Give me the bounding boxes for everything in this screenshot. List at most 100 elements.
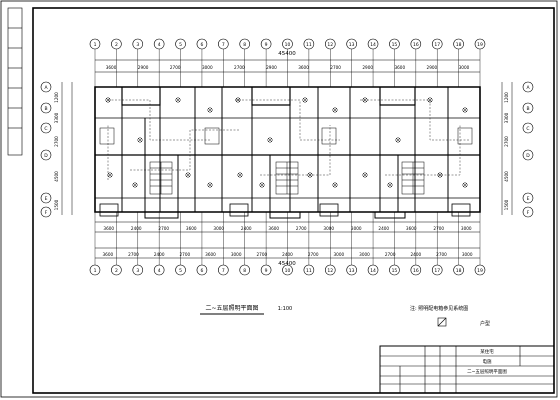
dimension-value: 3600 (298, 65, 309, 70)
dimension-value: 2400 (378, 226, 389, 231)
axis-bubble (522, 122, 534, 134)
axis-bubble (153, 38, 165, 50)
dimension-value: 4500 (504, 171, 509, 182)
dimension-value: 2900 (266, 65, 277, 70)
axis-bubble (175, 38, 186, 50)
axis-label: B (526, 106, 529, 112)
dimension-value: 3300 (504, 112, 509, 123)
axis-bubble (260, 264, 272, 276)
axis-bubble (218, 38, 229, 50)
dimension-value: 3600 (102, 252, 113, 257)
axis-bubble (175, 264, 186, 276)
legend-symbol (437, 317, 447, 327)
axis-label: D (44, 153, 48, 159)
light-cross (363, 173, 367, 177)
ceiling-light (207, 107, 213, 113)
axis-label: 5 (179, 268, 182, 274)
ceiling-light (259, 182, 265, 188)
light-cross (333, 183, 337, 187)
axis-label: 3 (136, 268, 139, 274)
ceiling-light (437, 172, 443, 178)
axis-bubble (40, 206, 52, 218)
dimension-value: 3000 (462, 252, 473, 257)
ceiling-light (175, 97, 181, 103)
axis-label: 9 (265, 268, 268, 274)
axis-label: 6 (201, 42, 204, 48)
axis-bubble (474, 38, 486, 50)
dimension-value: 2700 (296, 226, 307, 231)
axis-bubble (367, 38, 379, 50)
axis-bubble (196, 264, 208, 276)
axis-label: 2 (115, 42, 118, 48)
axis-label: 9 (265, 42, 268, 48)
axis-bubble (132, 38, 144, 50)
dimension-value: 2700 (54, 136, 59, 147)
axis-bubble (522, 206, 534, 218)
dimension-value: 2900 (138, 65, 149, 70)
dimension-value: 2900 (427, 65, 438, 70)
axis-label: 5 (179, 42, 182, 48)
axis-label: F (527, 210, 530, 216)
dimension-value: 2700 (256, 252, 267, 257)
dimension-value: 2900 (362, 65, 373, 70)
axis-label: 15 (392, 42, 398, 48)
light-cross (260, 183, 264, 187)
ceiling-light (267, 137, 273, 143)
dimension-value: 3600 (205, 252, 216, 257)
axis-label: E (527, 196, 530, 202)
axis-label: 7 (222, 268, 225, 274)
axis-bubble (324, 38, 336, 50)
light-cross (208, 183, 212, 187)
dimension-value: 3600 (106, 65, 117, 70)
drawing-note: 注: 照明配电箱参见系统图 (410, 305, 468, 312)
dimension-value: 3600 (406, 226, 417, 231)
light-cross (463, 108, 467, 112)
dimension-value: 1500 (504, 199, 509, 210)
light-cross (176, 98, 180, 102)
ceiling-light (332, 182, 338, 188)
axis-bubble (239, 264, 251, 276)
dimension-value: 2700 (433, 226, 444, 231)
light-cross (208, 108, 212, 112)
axis-bubble (324, 264, 336, 276)
axis-bubble (282, 264, 293, 276)
dimension-value: 1200 (54, 92, 59, 103)
ceiling-light (107, 172, 113, 178)
axis-bubble (303, 264, 315, 276)
stairwells (149, 161, 425, 195)
light-cross (363, 98, 367, 102)
dimension-value: 2700 (179, 252, 190, 257)
drawing-scale: 1:100 (278, 306, 292, 312)
axis-label: 12 (327, 42, 333, 48)
axis-bubble (389, 264, 400, 276)
axis-bubble (410, 38, 422, 50)
axis-label: 18 (456, 268, 462, 274)
axis-bubble (89, 38, 101, 50)
axis-label: 3 (136, 42, 139, 48)
ceiling-light (462, 182, 468, 188)
axis-label: 10 (285, 42, 291, 48)
ceiling-light (362, 172, 368, 178)
axis-bubble (346, 264, 357, 276)
ceiling-light (132, 182, 138, 188)
lighting-wiring (107, 99, 470, 180)
dimension-value: 3000 (459, 65, 470, 70)
dimension-value: 3000 (213, 226, 224, 231)
light-cross (268, 138, 272, 142)
ceiling-light (207, 182, 213, 188)
ceiling-light (307, 172, 313, 178)
ceiling-light (395, 137, 401, 143)
dimension-value: 3600 (394, 65, 405, 70)
dimension-value: 3000 (202, 65, 213, 70)
axis-label: 16 (413, 268, 419, 274)
axis-label: 6 (201, 268, 204, 274)
axis-label: 11 (306, 268, 312, 274)
